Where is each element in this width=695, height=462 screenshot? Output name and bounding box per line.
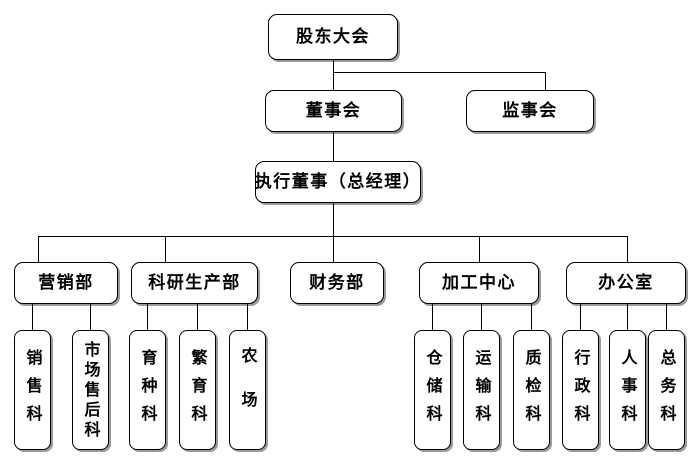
org-node-quality-inspection[interactable]: 质检科 (513, 330, 550, 450)
connector-drop-marketing (38, 236, 39, 262)
connector-supervisors-up (545, 72, 546, 90)
connector-office-to-general (666, 304, 667, 330)
org-node-marketing[interactable]: 营销部 (14, 262, 118, 304)
org-node-farm[interactable]: 农场 (229, 330, 266, 450)
org-node-label: 营销部 (38, 272, 94, 293)
org-node-finance[interactable]: 财务部 (290, 262, 384, 304)
connector-office-to-admin (580, 304, 581, 330)
org-node-processing-center[interactable]: 加工中心 (419, 262, 539, 304)
org-node-warehouse[interactable]: 仓储科 (414, 330, 451, 450)
org-node-label: 市场售后科 (81, 341, 101, 441)
org-node-label: 农场 (238, 347, 258, 435)
org-node-after-sales[interactable]: 市场售后科 (72, 330, 109, 450)
org-node-label: 人事科 (618, 349, 638, 433)
connector-processing-to-warehouse (432, 304, 433, 330)
org-node-label: 质检科 (522, 349, 542, 433)
connector-board-up (333, 72, 334, 90)
connector-office-to-personnel (627, 304, 628, 330)
org-node-breeding[interactable]: 育种科 (129, 330, 166, 450)
org-node-label: 财务部 (309, 272, 365, 293)
org-node-general-affairs[interactable]: 总务科 (648, 330, 685, 450)
org-node-administration[interactable]: 行政科 (562, 330, 599, 450)
connector-rnd-to-breeding (147, 304, 148, 330)
org-node-sales[interactable]: 销售科 (14, 330, 51, 450)
connector-level2-bus (333, 72, 546, 73)
org-node-board[interactable]: 董事会 (265, 90, 402, 132)
org-node-label: 董事会 (305, 100, 362, 121)
connector-rnd-to-farm (247, 304, 248, 330)
connector-marketing-to-aftersales (90, 304, 91, 330)
connector-drop-office (627, 236, 628, 262)
org-node-label: 育种科 (138, 349, 158, 433)
org-node-supervisors[interactable]: 监事会 (466, 90, 594, 132)
connector-marketing-to-sales (32, 304, 33, 330)
org-node-office[interactable]: 办公室 (566, 262, 686, 304)
connector-drop-processing (479, 236, 480, 262)
org-node-label: 股东大会 (296, 26, 370, 47)
connector-drop-finance (333, 236, 334, 262)
org-node-label: 运输科 (472, 349, 492, 433)
org-node-label: 仓储科 (423, 349, 443, 433)
org-node-shareholders[interactable]: 股东大会 (268, 14, 398, 60)
org-node-personnel[interactable]: 人事科 (609, 330, 646, 450)
connector-rnd-to-propagation (197, 304, 198, 330)
org-node-label: 行政科 (571, 349, 591, 433)
org-node-rnd-production[interactable]: 科研生产部 (131, 262, 258, 304)
connector-exec-down (333, 203, 334, 236)
connector-board-to-exec (333, 132, 334, 161)
org-node-label: 加工中心 (442, 272, 516, 293)
org-node-transport[interactable]: 运输科 (463, 330, 500, 450)
connector-drop-rnd (165, 236, 166, 262)
connector-shareholders-down (333, 60, 334, 73)
org-node-label: 办公室 (598, 272, 654, 293)
connector-processing-to-transport (481, 304, 482, 330)
org-node-propagation[interactable]: 繁育科 (179, 330, 216, 450)
org-node-executive-director[interactable]: 执行董事（总经理） (255, 161, 421, 203)
connector-processing-to-quality (531, 304, 532, 330)
org-node-label: 科研生产部 (148, 272, 241, 293)
org-node-label: 执行董事（总经理） (254, 171, 422, 192)
org-node-label: 监事会 (502, 100, 558, 121)
org-node-label: 销售科 (23, 349, 43, 433)
org-node-label: 总务科 (657, 349, 677, 433)
org-node-label: 繁育科 (188, 349, 208, 433)
